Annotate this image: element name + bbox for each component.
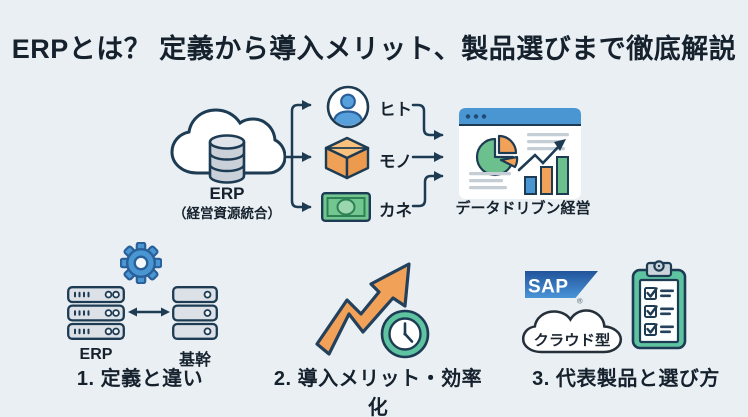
browser-titlebar bbox=[459, 108, 581, 125]
section-caption-1: 1. 定義と違い bbox=[76, 368, 204, 390]
person-icon bbox=[326, 85, 370, 129]
erp-source-sublabel: （経営資源統合） bbox=[173, 206, 281, 221]
double-arrow-icon bbox=[128, 307, 170, 317]
erp-cloud-icon bbox=[170, 108, 286, 184]
clock-icon bbox=[380, 309, 430, 359]
outcome-label: データドリブン経営 bbox=[455, 200, 591, 217]
erp-source-label: ERP bbox=[209, 184, 245, 203]
cloud-badge-icon: クラウド型 bbox=[521, 309, 623, 354]
page-title: ERPとは？ 定義から導入メリット、製品選びまで徹底解説 bbox=[11, 34, 737, 64]
gear-icon bbox=[120, 242, 162, 284]
checklist-rows bbox=[644, 287, 674, 336]
server-stack-erp-icon bbox=[67, 286, 125, 340]
trend-arrow bbox=[517, 142, 563, 172]
text-lines bbox=[469, 133, 569, 190]
converge-arrow-top bbox=[411, 103, 444, 140]
box-icon bbox=[324, 136, 370, 180]
branch-arrow-top bbox=[290, 100, 312, 159]
server-label-kikan: 基幹 bbox=[178, 352, 211, 369]
database-icon bbox=[208, 134, 246, 184]
resource-label-mono: モノ bbox=[379, 153, 412, 171]
resource-label-hito: ヒト bbox=[379, 101, 412, 119]
section-caption-3: 3. 代表製品と選び方 bbox=[532, 368, 720, 390]
server-label-erp: ERP bbox=[79, 346, 113, 363]
dashboard-icon bbox=[459, 108, 581, 199]
sap-logo: SAP ® bbox=[525, 271, 598, 306]
registered-mark: ® bbox=[577, 297, 583, 306]
resource-label-kane: カネ bbox=[379, 202, 412, 220]
growth-arrow-icon bbox=[315, 262, 411, 356]
bar-chart-icon bbox=[524, 156, 569, 195]
server-stack-kikan-icon bbox=[172, 286, 218, 340]
pie-chart-icon bbox=[475, 134, 519, 177]
clipboard-icon bbox=[631, 260, 687, 350]
section-caption-2: 2. 導入メリット・効率化 bbox=[273, 368, 483, 417]
branch-arrow-bottom bbox=[290, 155, 312, 212]
money-icon bbox=[321, 192, 371, 222]
cloud-badge-label: クラウド型 bbox=[534, 332, 611, 349]
sap-logo-text: SAP bbox=[528, 277, 569, 298]
